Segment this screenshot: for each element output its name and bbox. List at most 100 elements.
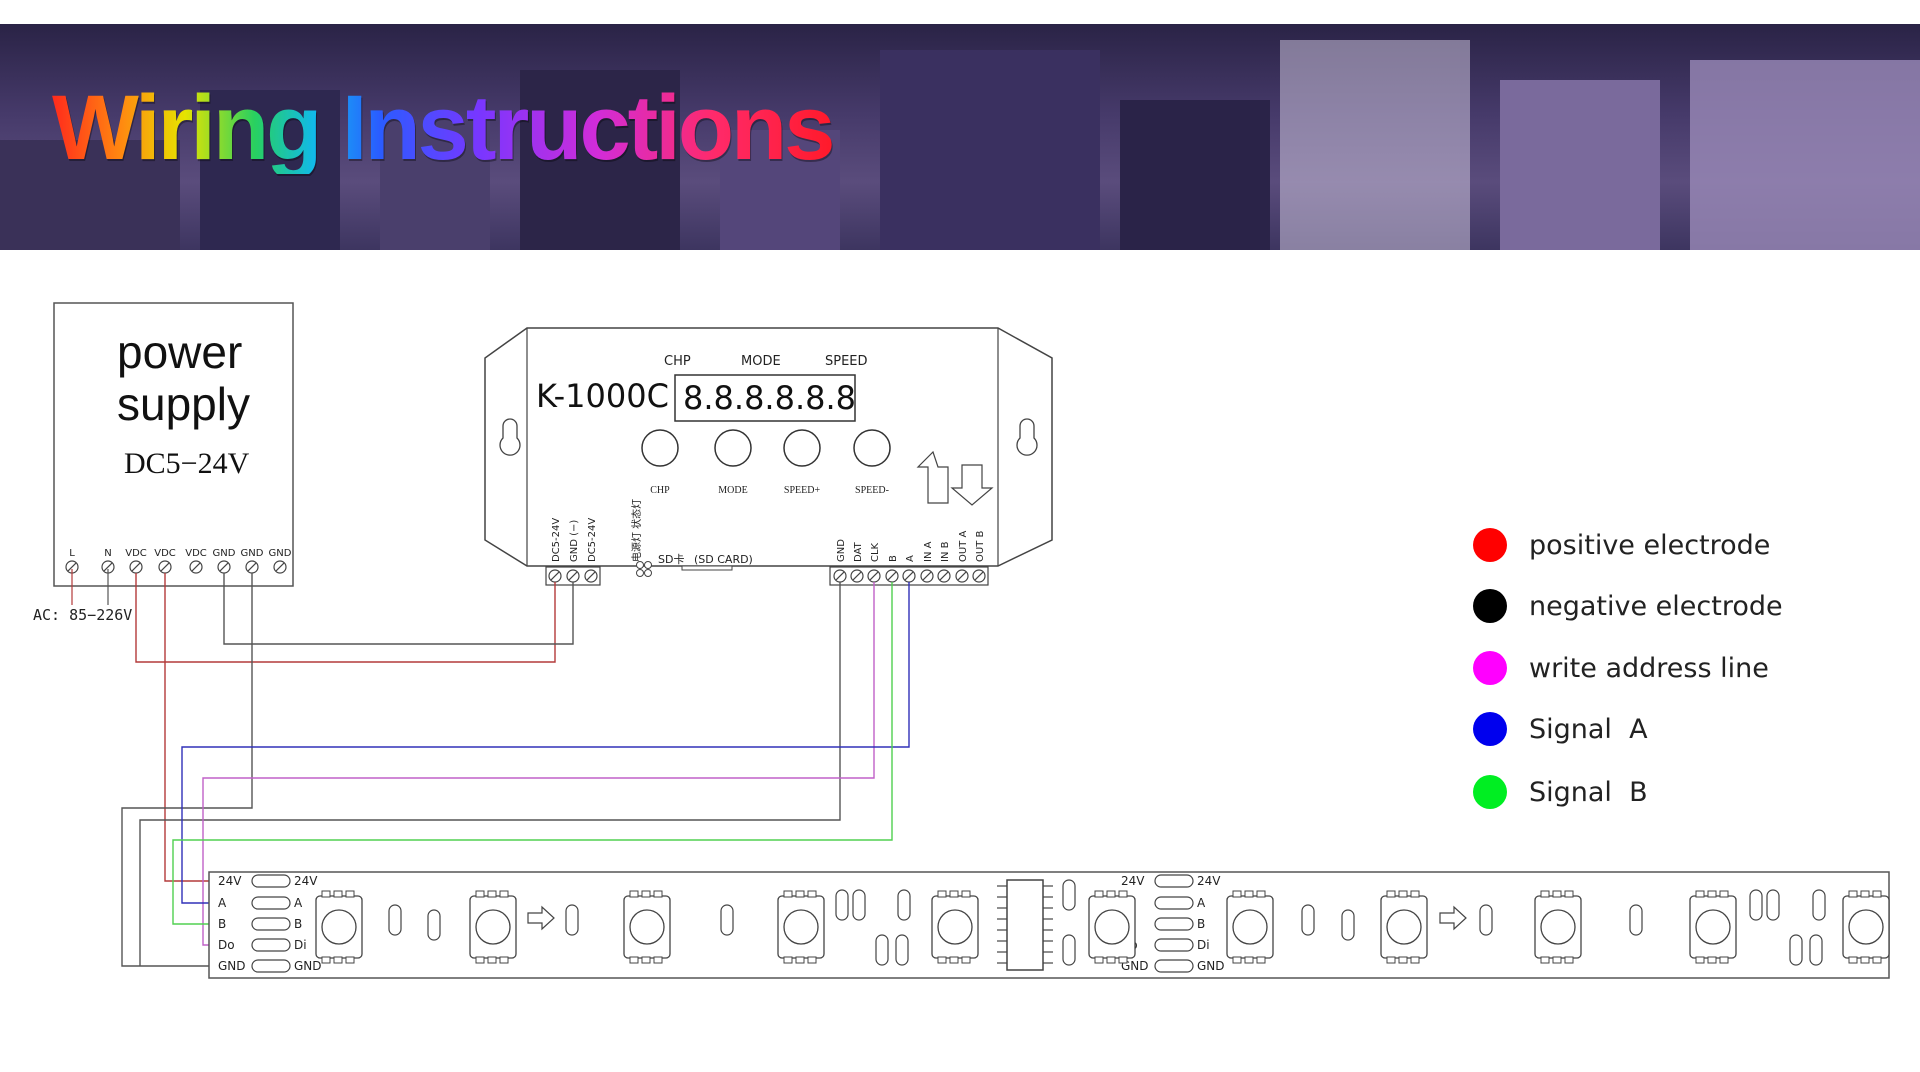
strip-pad [1154, 938, 1194, 952]
controller-model: K-1000C [536, 377, 669, 415]
display-label-chp: CHP [664, 354, 691, 369]
strip-pad [251, 917, 291, 931]
city-building [1690, 60, 1920, 250]
screw-terminal-icon [584, 569, 598, 583]
strip-pin-label: Di [1197, 938, 1210, 952]
sd-card-slot [681, 565, 733, 571]
screw-terminal-icon [833, 569, 847, 583]
led-chip-icon [931, 890, 979, 964]
strip-pad [251, 874, 291, 888]
screw-terminal-icon [885, 569, 899, 583]
legend-item: Signal A [1473, 712, 1648, 746]
strip-pin-label: B [294, 917, 302, 931]
status-led-label: 电源灯 状态灯 [630, 499, 643, 562]
strip-pad [1154, 896, 1194, 910]
power-supply-terminal-label: VDC [185, 548, 207, 559]
legend: positive electrode negative electrode writ… [1473, 528, 1783, 809]
strip-pin-label: 24V [1197, 874, 1221, 888]
strip-pin-label: Do [218, 938, 235, 952]
screw-terminal-icon [920, 569, 934, 583]
power-supply-terminal-label: GND [269, 548, 292, 559]
screw-terminal-icon [850, 569, 864, 583]
legend-item: positive electrode [1473, 528, 1770, 562]
legend-item: Signal B [1473, 775, 1648, 809]
controller-signal-terminal-label: A [905, 555, 916, 562]
wire-ps-gnd-to-controller [223, 573, 574, 645]
legend-dot [1473, 651, 1507, 685]
strip-pin-label: GND [1121, 959, 1149, 973]
wire-ps-vdc-to-controller [135, 573, 556, 663]
strip-leds [315, 879, 1890, 966]
strip-pin-label: Di [294, 938, 307, 952]
display-digits: 8.8.8.8.8.8 [683, 379, 856, 417]
controller-power-terminals [548, 569, 598, 583]
controller-button-chp[interactable]: CHP [641, 429, 679, 496]
screw-terminal-icon [867, 569, 881, 583]
legend-item: write address line [1473, 651, 1769, 685]
legend-item: negative electrode [1473, 589, 1783, 623]
wire-controller-b-to-strip [172, 582, 893, 925]
resistor-icon [1766, 889, 1780, 921]
strip-pin-label: 24V [218, 874, 242, 888]
power-supply-terminal-label: N [104, 548, 111, 559]
strip-pin-label: 24V [1121, 874, 1145, 888]
legend-label: write address line [1529, 653, 1769, 684]
legend-dot [1473, 589, 1507, 623]
strip-pin-label: GND [1197, 959, 1225, 973]
strip-pad [251, 959, 291, 973]
controller-power-terminal-label: GND (−) [569, 520, 580, 562]
controller-button-speed[interactable]: SPEED+ [783, 429, 821, 496]
strip-pin-label: GND [218, 959, 246, 973]
screw-terminal-icon [548, 569, 562, 583]
city-building [520, 70, 680, 250]
mount-hole-icon [499, 418, 521, 456]
legend-label: positive electrode [1529, 530, 1770, 561]
direction-arrow-icon [527, 905, 555, 931]
wire-ps-vdc-to-strip [164, 573, 255, 882]
controller-button-label: SPEED- [855, 485, 889, 496]
screw-terminal-icon [273, 560, 287, 574]
resistor-icon [720, 904, 734, 936]
screw-terminal-icon [972, 569, 986, 583]
strip-pad [251, 896, 291, 910]
resistor-icon [1341, 909, 1355, 941]
strip-pin-label: A [294, 896, 303, 910]
resistor-icon [897, 889, 911, 921]
led-chip-icon [777, 890, 825, 964]
city-building [0, 140, 180, 250]
led-chip-icon [1088, 890, 1136, 964]
led-chip-icon [1534, 890, 1582, 964]
city-building [1120, 100, 1270, 250]
banner: Wiring Instructions [0, 24, 1920, 250]
controller-button-mode[interactable]: MODE [714, 429, 752, 496]
seven-segment-display [674, 374, 856, 422]
city-building [880, 50, 1100, 250]
led-chip-icon [1842, 890, 1890, 964]
resistor-icon [1301, 904, 1315, 936]
resistor-icon [1789, 934, 1803, 966]
led-chip-icon [469, 890, 517, 964]
display-label-mode: MODE [741, 354, 781, 369]
resistor-icon [835, 889, 849, 921]
resistor-icon [1062, 934, 1076, 966]
controller-signal-terminal-label: GND [836, 539, 847, 562]
power-supply-title-line1: power [117, 326, 242, 378]
resistor-icon [1062, 879, 1076, 911]
down-arrow-icon [950, 464, 994, 506]
strip-pin-label: B [1197, 917, 1205, 931]
strip-pad [1154, 917, 1194, 931]
resistor-icon [1479, 904, 1493, 936]
city-building [380, 120, 490, 250]
controller-button-speed[interactable]: SPEED- [853, 429, 891, 496]
resistor-icon [852, 889, 866, 921]
led-chip-icon [315, 890, 363, 964]
wire-controller-a-to-strip [181, 582, 910, 904]
screw-terminal-icon [129, 560, 143, 574]
strip-pin-label: A [1197, 896, 1206, 910]
power-supply-terminal-label: VDC [125, 548, 147, 559]
resistor-icon [565, 904, 579, 936]
controller-signal-terminal-label: IN A [923, 541, 934, 562]
